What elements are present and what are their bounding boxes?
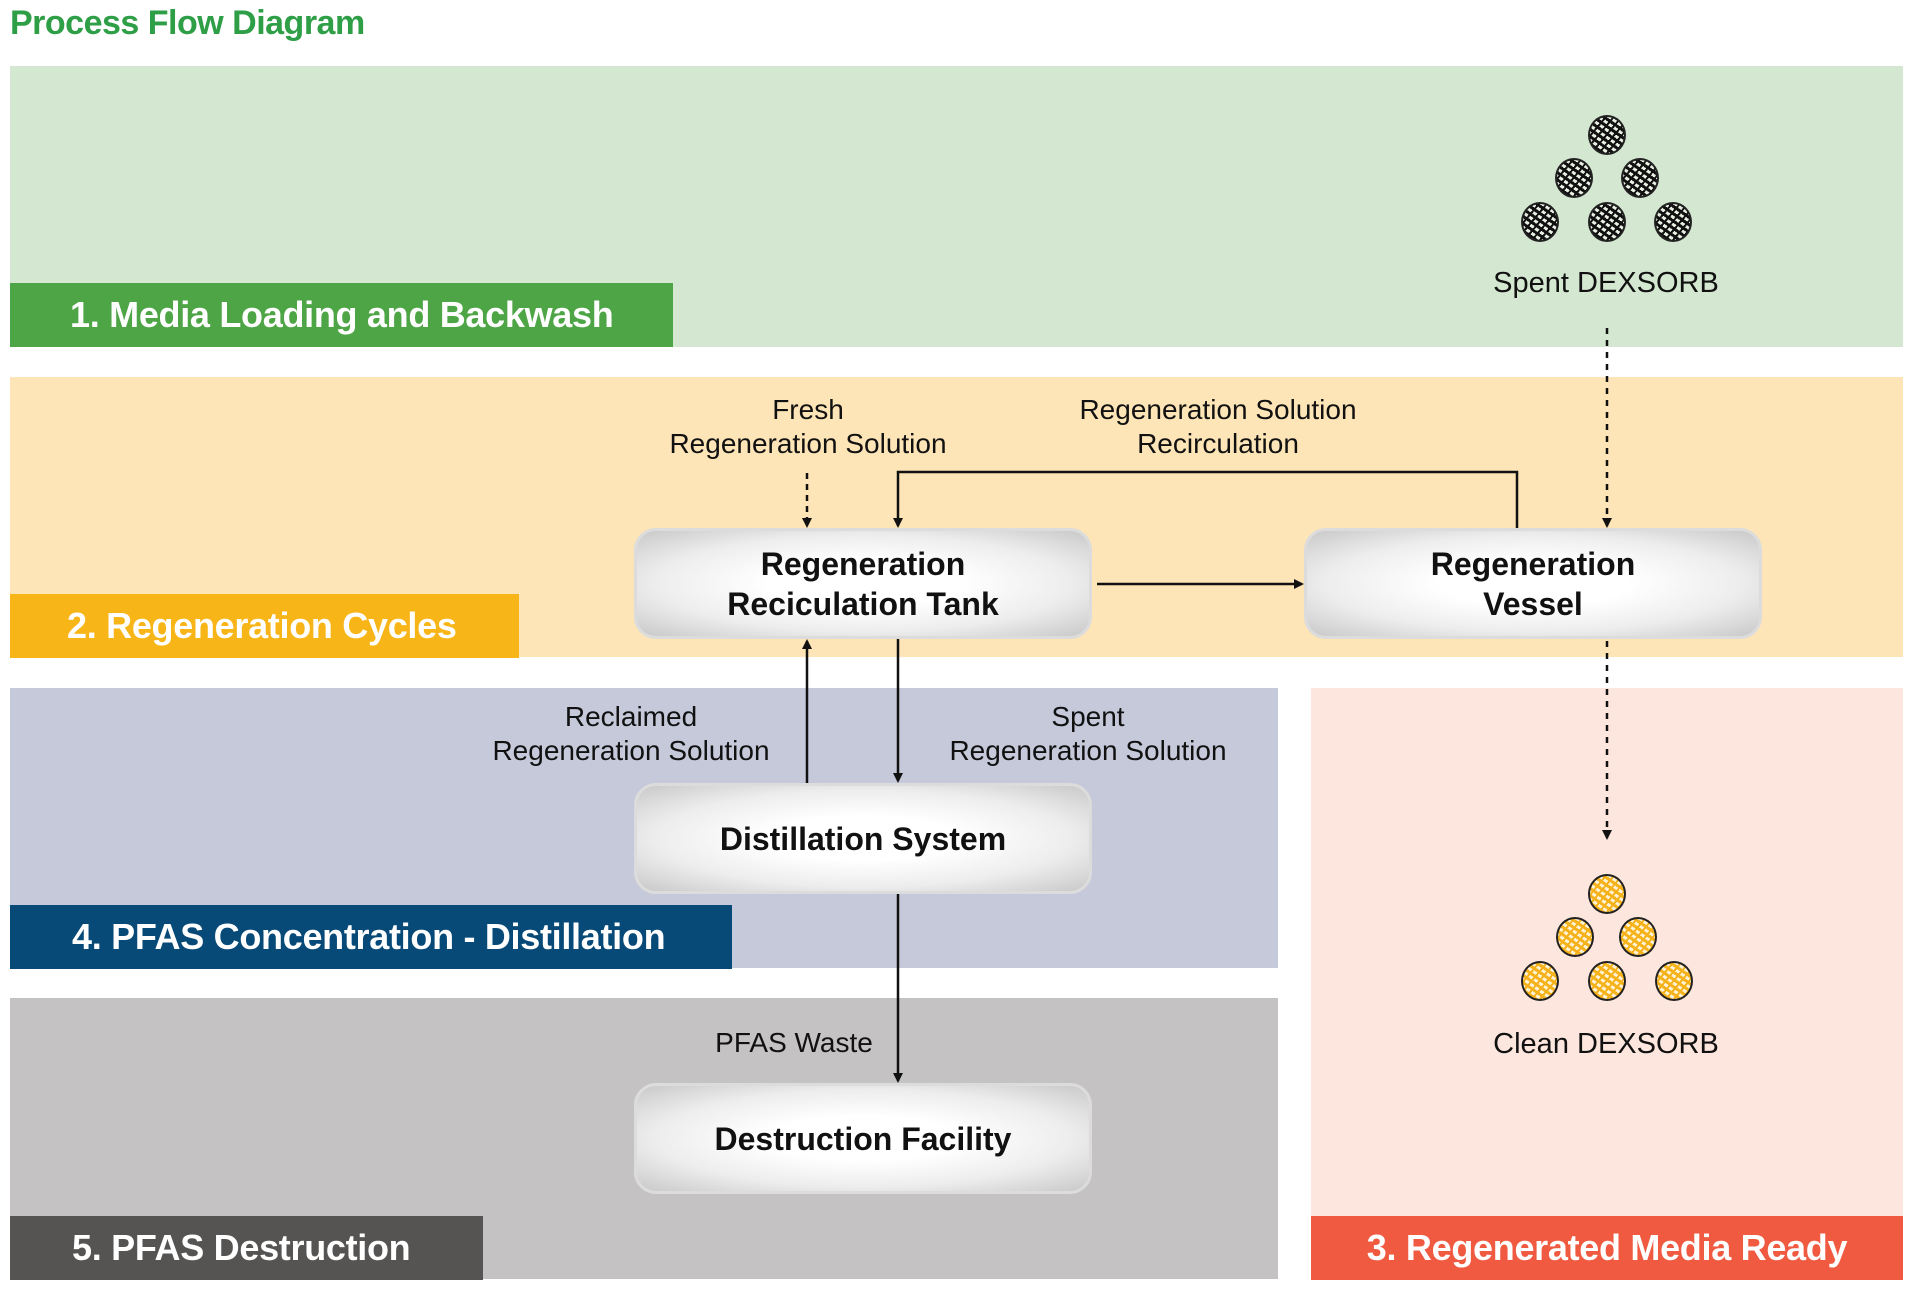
spent-bead-icon — [1521, 202, 1559, 242]
clean-bead-icon — [1655, 961, 1693, 1001]
clean-bead-icon — [1619, 917, 1657, 957]
node-line: Regeneration — [760, 545, 966, 582]
node-line: Vessel — [1483, 585, 1583, 622]
spent-bead-icon — [1621, 158, 1659, 198]
label-line: Regeneration Solution — [1079, 394, 1357, 425]
node-line: Regeneration — [1430, 545, 1636, 582]
label-line: Fresh — [772, 394, 844, 425]
page-title: Process Flow Diagram — [10, 4, 365, 42]
clean-bead-icon — [1588, 874, 1626, 914]
label-line: Regeneration Solution — [492, 735, 770, 766]
fresh-solution-label: Fresh Regeneration Solution — [608, 393, 1008, 461]
recirculation-label: Regeneration Solution Recirculation — [1018, 393, 1418, 461]
stage-4-label: 4. PFAS Concentration - Distillation — [10, 905, 732, 969]
stage-3-label: 3. Regenerated Media Ready — [1311, 1216, 1903, 1280]
distillation-system-node: Distillation System — [634, 783, 1092, 894]
spent-bead-icon — [1555, 158, 1593, 198]
reclaimed-solution-label: Reclaimed Regeneration Solution — [431, 700, 831, 768]
label-line: Regeneration Solution — [669, 428, 947, 459]
spent-bead-icon — [1588, 202, 1626, 242]
node-line: Reciculation Tank — [727, 585, 999, 622]
spent-solution-label: Spent Regeneration Solution — [888, 700, 1288, 768]
label-line: Regeneration Solution — [949, 735, 1227, 766]
spent-dexsorb-label: Spent DEXSORB — [1493, 267, 1719, 299]
node-line: Distillation System — [719, 820, 1007, 857]
stage-5-label: 5. PFAS Destruction — [10, 1216, 483, 1280]
spent-bead-icon — [1654, 202, 1692, 242]
pfas-waste-label: PFAS Waste — [715, 1027, 873, 1058]
label-line: Reclaimed — [564, 701, 698, 732]
clean-bead-icon — [1521, 961, 1559, 1001]
destruction-facility-node: Destruction Facility — [634, 1083, 1092, 1194]
clean-bead-icon — [1588, 961, 1626, 1001]
label-line: Spent — [1051, 701, 1125, 732]
stage-2-label: 2. Regeneration Cycles — [10, 594, 519, 658]
clean-bead-icon — [1556, 917, 1594, 957]
spent-bead-icon — [1588, 115, 1626, 155]
label-line: Recirculation — [1137, 428, 1299, 459]
clean-dexsorb-label: Clean DEXSORB — [1493, 1028, 1719, 1060]
stage-1-label: 1. Media Loading and Backwash — [10, 283, 673, 347]
node-line: Destruction Facility — [714, 1120, 1012, 1157]
